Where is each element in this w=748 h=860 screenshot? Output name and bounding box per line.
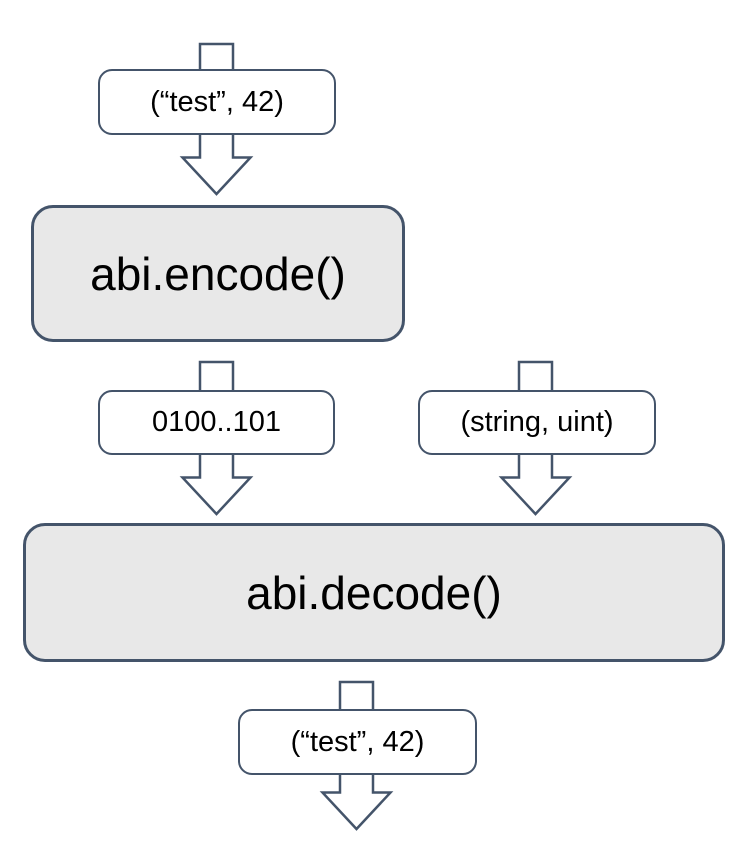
abi-encode-process-node: abi.encode() [31,205,405,342]
input-values-node: (“test”, 42) [98,69,336,135]
output-values-node: (“test”, 42) [238,709,477,775]
abi-decode-process-node: abi.decode() [23,523,725,662]
type-tuple-node: (string, uint) [418,390,656,455]
encoded-bytes-node: 0100..101 [98,390,335,455]
